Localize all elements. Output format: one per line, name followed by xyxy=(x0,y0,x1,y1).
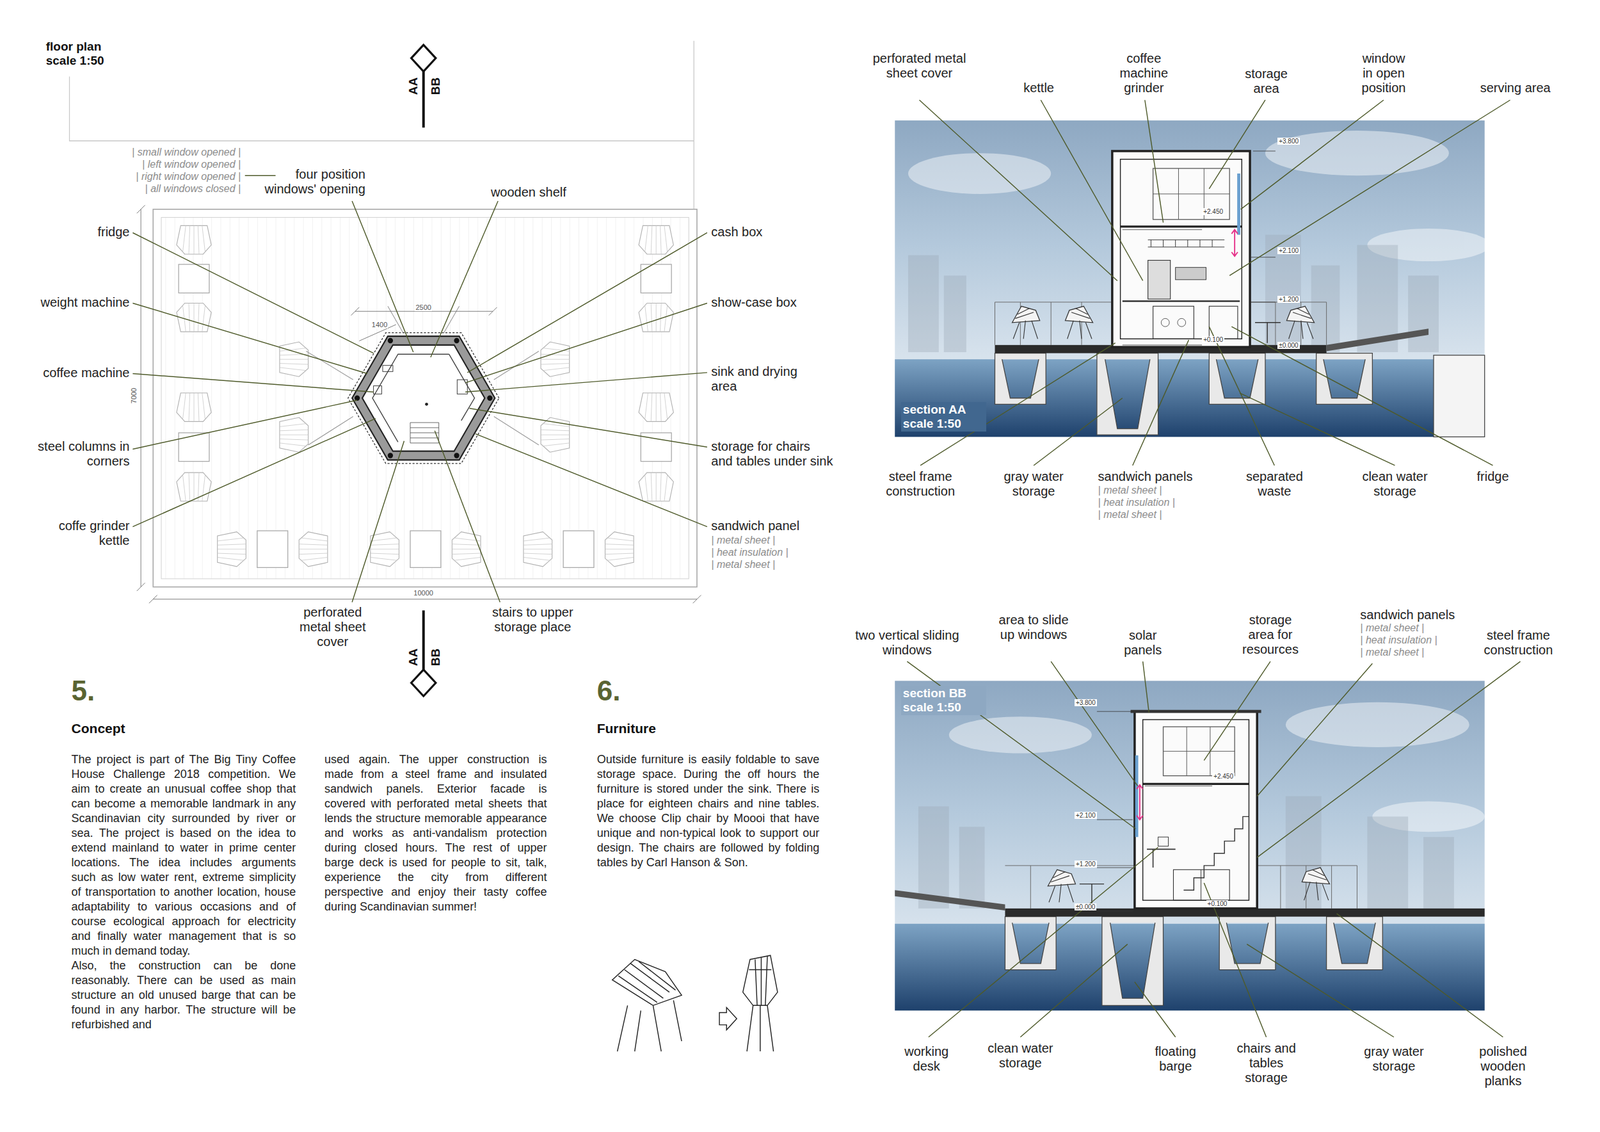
level-mark: +2.450 xyxy=(1201,208,1225,216)
material-layer: | right window opened | xyxy=(135,170,241,183)
level-mark xyxy=(1122,151,1276,351)
section-marker-label: AA xyxy=(406,77,420,95)
material-layer: | heat insulation | xyxy=(1360,633,1437,646)
material-layer: | heat insulation | xyxy=(711,545,788,559)
body-text: used again. The upper construction is ma… xyxy=(324,752,548,914)
table-symbol xyxy=(178,264,672,568)
section-number: 5. xyxy=(71,675,96,706)
callout-label: sandwich panels xyxy=(1360,607,1455,623)
material-layer: | left window opened | xyxy=(142,158,241,171)
callout-label: separated waste xyxy=(1233,469,1316,499)
callout-label: storage area for resources xyxy=(1234,612,1307,657)
callout-label: perforated metal sheet cover xyxy=(871,51,968,81)
callout-label: coffee machine xyxy=(42,365,130,381)
callout-label: two vertical sliding windows xyxy=(851,627,964,658)
section-marker xyxy=(411,44,436,696)
callout-label: sandwich panels xyxy=(1098,469,1193,484)
callout-label: perforated metal sheet cover xyxy=(291,604,374,649)
callout-label: weight machine xyxy=(40,295,130,310)
section-marker-label: BB xyxy=(428,647,443,665)
level-mark: +3.800 xyxy=(1277,137,1300,145)
level-mark: +2.100 xyxy=(1074,811,1097,819)
material-layer: | metal sheet | xyxy=(1098,508,1163,521)
callout-label: steel frame construction xyxy=(1470,627,1567,658)
callout-label: gray water storage xyxy=(1352,1043,1435,1074)
section-heading: Furniture xyxy=(597,720,656,736)
body-text: Outside furniture is easily foldable to … xyxy=(597,752,820,870)
callout-label: window in open position xyxy=(1357,51,1411,96)
chair-symbol xyxy=(176,225,674,566)
callout-label: clean water storage xyxy=(1351,469,1439,499)
callout-label: cash box xyxy=(711,224,763,240)
callout-label: kettle xyxy=(1023,80,1055,96)
level-mark: +1.200 xyxy=(1277,295,1300,303)
body-text: The project is part of The Big Tiny Coff… xyxy=(71,752,297,959)
section-marker-label: BB xyxy=(428,77,443,95)
level-mark: ±0.000 xyxy=(1277,341,1300,349)
floor-plan xyxy=(69,40,708,696)
chair-sketch xyxy=(612,954,778,1051)
callout-label: wooden shelf xyxy=(490,184,567,200)
material-layer: | heat insulation | xyxy=(1098,496,1176,509)
building-section xyxy=(1112,151,1250,347)
material-layer: | small window opened | xyxy=(131,145,241,159)
dimension-line xyxy=(136,204,702,603)
level-mark xyxy=(1096,711,1213,911)
level-mark: +0.100 xyxy=(1201,336,1225,344)
level-mark: +2.100 xyxy=(1277,247,1300,255)
dimension-text: 1400 xyxy=(371,320,388,329)
material-layer: | metal sheet | xyxy=(1098,483,1163,496)
callout-label: coffe grinder kettle xyxy=(32,518,130,548)
callout-label: working desk xyxy=(896,1043,958,1074)
callout-label: fridge xyxy=(97,224,130,240)
callout-label: four position windows' opening xyxy=(247,167,365,197)
callout-label: steel columns in corners xyxy=(37,439,130,469)
material-layer: | metal sheet | xyxy=(711,558,776,571)
callout-label: storage for chairs and tables under sink xyxy=(711,439,834,469)
section-aa xyxy=(894,99,1510,466)
dimension-text: 10000 xyxy=(412,588,434,597)
callout-label: floating barge xyxy=(1139,1043,1212,1074)
level-mark: +0.100 xyxy=(1206,899,1229,907)
leader-line xyxy=(919,99,1511,466)
level-mark: ±0.000 xyxy=(1074,903,1097,911)
leader-line xyxy=(906,661,1520,1037)
drawing-title: floor plan scale 1:50 xyxy=(46,39,123,68)
callout-label: sandwich panel xyxy=(711,518,800,534)
callout-label: coffee machine grinder xyxy=(1108,51,1181,96)
section-bb xyxy=(894,661,1520,1037)
section-heading: Concept xyxy=(71,720,126,736)
section-title: section AA scale 1:50 xyxy=(901,401,987,432)
section-marker-label: AA xyxy=(406,647,420,665)
section-number: 6. xyxy=(597,675,621,706)
level-mark: +3.800 xyxy=(1074,698,1097,706)
callout-label: sink and drying area xyxy=(711,364,818,394)
callout-label: storage area xyxy=(1235,66,1298,96)
level-mark: +2.450 xyxy=(1212,772,1235,780)
callout-label: clean water storage xyxy=(977,1040,1065,1071)
callout-label: fridge xyxy=(1477,469,1510,484)
material-layer: | metal sheet | xyxy=(1360,645,1424,658)
dimension-text: 7000 xyxy=(129,387,138,404)
material-layer: | metal sheet | xyxy=(1360,621,1424,634)
hexagon-kiosk xyxy=(348,332,500,464)
building-section xyxy=(1130,711,1262,909)
body-text: Also, the construction can be done reaso… xyxy=(71,958,297,1032)
callout-label: serving area xyxy=(1480,80,1551,96)
callout-label: solar panels xyxy=(1112,627,1174,658)
callout-label: chairs and tables storage xyxy=(1230,1040,1303,1085)
material-layer: | metal sheet | xyxy=(711,533,776,546)
callout-label: stairs to upper storage place xyxy=(481,604,584,635)
callout-label: steel frame construction xyxy=(871,469,969,499)
callout-label: gray water storage xyxy=(992,469,1075,499)
callout-label: area to slide up windows xyxy=(995,612,1072,642)
callout-label: show-case box xyxy=(711,295,797,310)
level-mark: +1.200 xyxy=(1074,860,1097,868)
callout-label: polished wooden planks xyxy=(1467,1043,1540,1088)
dimension-text: 2500 xyxy=(414,303,432,312)
material-layer: | all windows closed | xyxy=(145,182,242,195)
section-title: section BB scale 1:50 xyxy=(901,685,987,715)
leader-line xyxy=(132,175,708,602)
